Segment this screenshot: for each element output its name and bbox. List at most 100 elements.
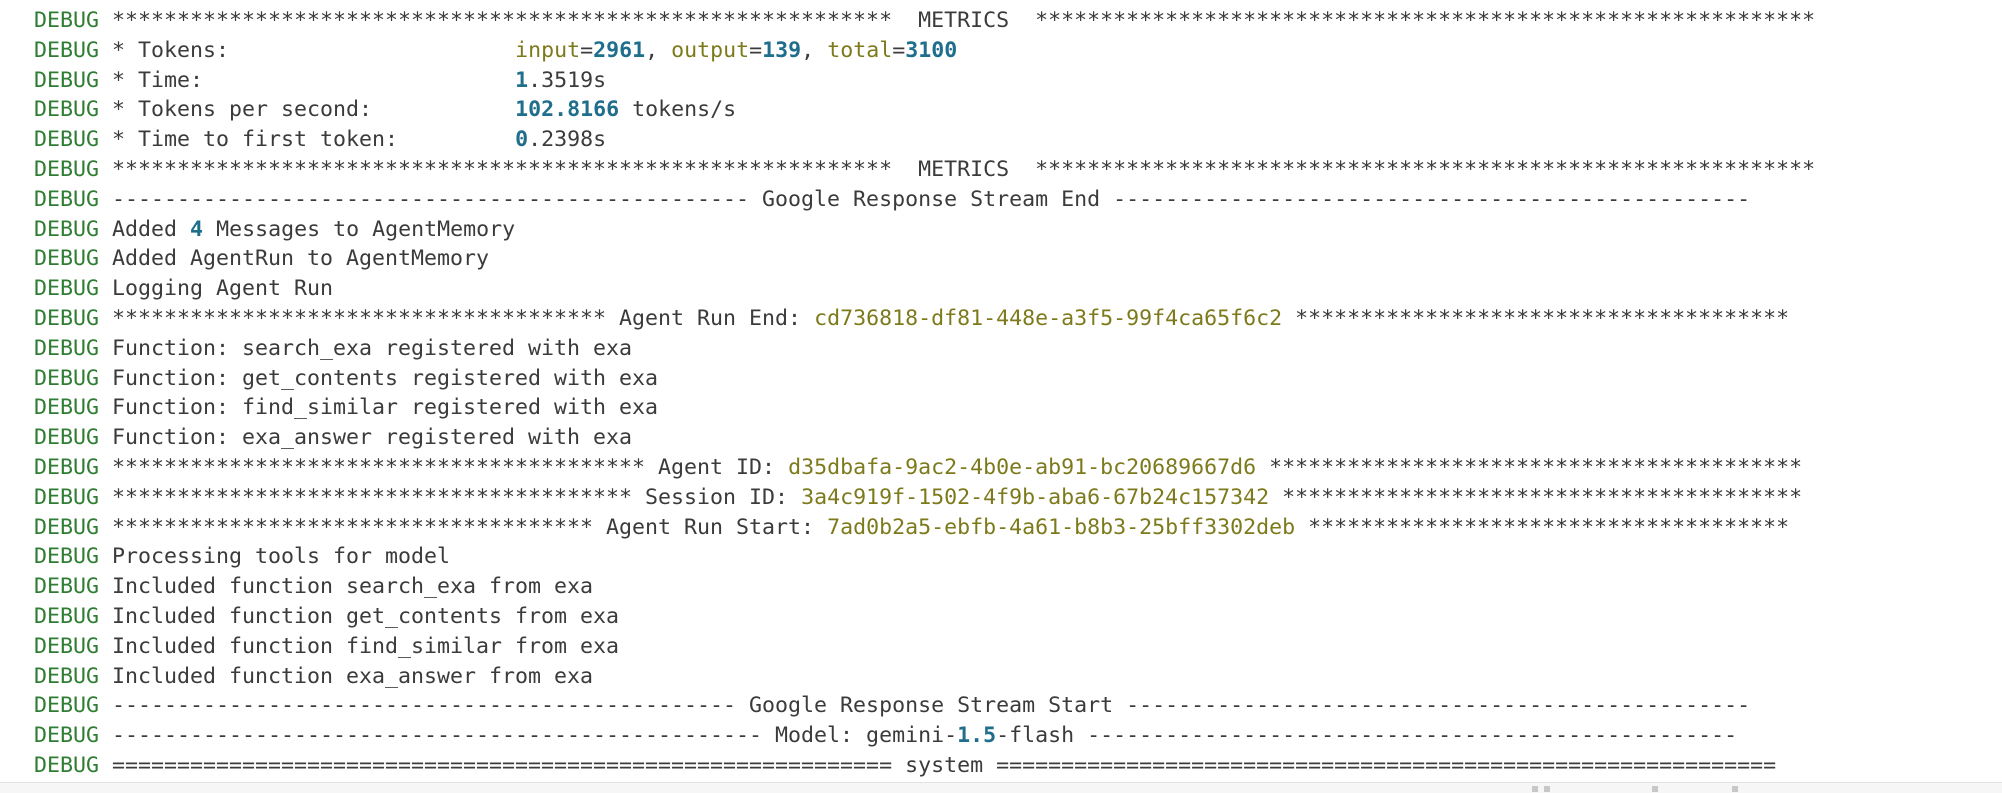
log-line: DEBUG **********************************… [34,304,2002,334]
log-line: DEBUG * Tokens: input=2961, output=139, … [34,36,2002,66]
log-text: , [645,37,672,63]
log-text: Function: find_similar registered with e… [112,395,659,421]
log-text: **************************************** [1269,484,1803,510]
log-level: DEBUG [34,633,100,659]
log-line: DEBUG * Tokens per second: 102.8166 toke… [34,95,2002,125]
log-text: , [801,37,828,63]
log-line: DEBUG Function: search_exa registered wi… [34,334,2002,364]
log-line: DEBUG Included function find_similar fro… [34,632,2002,662]
log-text: ****************************************… [112,156,1816,182]
log-line: DEBUG **********************************… [34,453,2002,483]
log-number: 3100 [905,37,958,63]
log-text: Messages to AgentMemory [203,216,516,242]
log-key: output [671,37,750,63]
log-level: DEBUG [34,67,100,93]
log-level: DEBUG [34,603,100,629]
horizontal-scrollbar[interactable] [0,782,2002,793]
scroll-marker [1532,786,1538,792]
log-line: DEBUG **********************************… [34,513,2002,543]
log-line: DEBUG Logging Agent Run [34,274,2002,304]
log-line: DEBUG * Time: 1.3519s [34,66,2002,96]
log-text: * Tokens: [112,37,516,63]
log-text: ************************************* [1295,514,1790,540]
log-level: DEBUG [34,693,100,719]
log-level: DEBUG [34,97,100,123]
log-number: 4 [190,216,204,242]
log-text: Included function search_exa from exa [112,574,594,600]
log-line: DEBUG Processing tools for model [34,542,2002,572]
log-number: 1 [515,67,529,93]
log-line: DEBUG **********************************… [34,155,2002,185]
log-level: DEBUG [34,305,100,331]
log-line: DEBUG Function: get_contents registered … [34,364,2002,394]
log-line: DEBUG Included function exa_answer from … [34,662,2002,692]
log-text: Function: search_exa registered with exa [112,335,633,361]
log-level: DEBUG [34,246,100,272]
log-level: DEBUG [34,395,100,421]
log-text: ****************************************… [112,454,789,480]
log-text: ************************************** A… [112,305,815,331]
log-number: 0 [515,127,529,153]
log-lines: DEBUG **********************************… [34,6,2002,781]
log-line: DEBUG ----------------------------------… [34,691,2002,721]
log-level: DEBUG [34,276,100,302]
log-level: DEBUG [34,156,100,182]
log-text: = [892,37,906,63]
scroll-marker [1732,786,1738,792]
log-line: DEBUG **********************************… [34,6,2002,36]
log-text: = [749,37,763,63]
log-number: 1.5 [957,723,997,749]
log-level: DEBUG [34,186,100,212]
scroll-marker [1652,786,1658,792]
log-level: DEBUG [34,752,100,778]
log-text: ************************************* Ag… [112,514,828,540]
log-level: DEBUG [34,335,100,361]
log-line: DEBUG Added AgentRun to AgentMemory [34,244,2002,274]
log-line: DEBUG Function: find_similar registered … [34,393,2002,423]
log-level: DEBUG [34,514,100,540]
log-level: DEBUG [34,663,100,689]
log-text: Included function find_similar from exa [112,633,620,659]
log-line: DEBUG **********************************… [34,483,2002,513]
log-level: DEBUG [34,37,100,63]
log-text: Included function get_contents from exa [112,603,620,629]
log-text: ************************************** [1282,305,1790,331]
log-number: 2961 [593,37,646,63]
log-text: * Time: [112,67,516,93]
log-level: DEBUG [34,8,100,33]
log-level: DEBUG [34,544,100,570]
log-uuid: 3a4c919f-1502-4f9b-aba6-67b24c157342 [801,484,1270,510]
log-level: DEBUG [34,723,100,749]
log-line: DEBUG ----------------------------------… [34,185,2002,215]
log-text: ****************************************… [1256,454,1803,480]
log-key: total [827,37,893,63]
log-level: DEBUG [34,365,100,391]
log-text: ========================================… [112,752,1777,778]
log-uuid: cd736818-df81-448e-a3f5-99f4ca65f6c2 [814,305,1283,331]
log-level: DEBUG [34,454,100,480]
log-level: DEBUG [34,127,100,153]
log-line: DEBUG ==================================… [34,751,2002,781]
log-text: -flash ---------------------------------… [996,723,1738,749]
log-text: ****************************************… [112,8,1816,33]
log-key: input [515,37,581,63]
log-line: DEBUG * Time to first token: 0.2398s [34,125,2002,155]
log-text: = [580,37,594,63]
scroll-marker [1544,786,1550,792]
log-text: * Tokens per second: [112,97,516,123]
log-text: Logging Agent Run [112,276,334,302]
log-level: DEBUG [34,425,100,451]
scrollbar-markers [1532,783,1792,793]
log-line: DEBUG ----------------------------------… [34,721,2002,751]
log-level: DEBUG [34,574,100,600]
log-text: Added [112,216,191,242]
log-uuid: 7ad0b2a5-ebfb-4a61-b8b3-25bff3302deb [827,514,1296,540]
log-uuid: d35dbafa-9ac2-4b0e-ab91-bc20689667d6 [788,454,1257,480]
log-text: Included function exa_answer from exa [112,663,594,689]
log-line: DEBUG Included function get_contents fro… [34,602,2002,632]
log-text: Function: exa_answer registered with exa [112,425,633,451]
log-text: Function: get_contents registered with e… [112,365,659,391]
log-level: DEBUG [34,216,100,242]
log-text: ----------------------------------------… [112,723,958,749]
